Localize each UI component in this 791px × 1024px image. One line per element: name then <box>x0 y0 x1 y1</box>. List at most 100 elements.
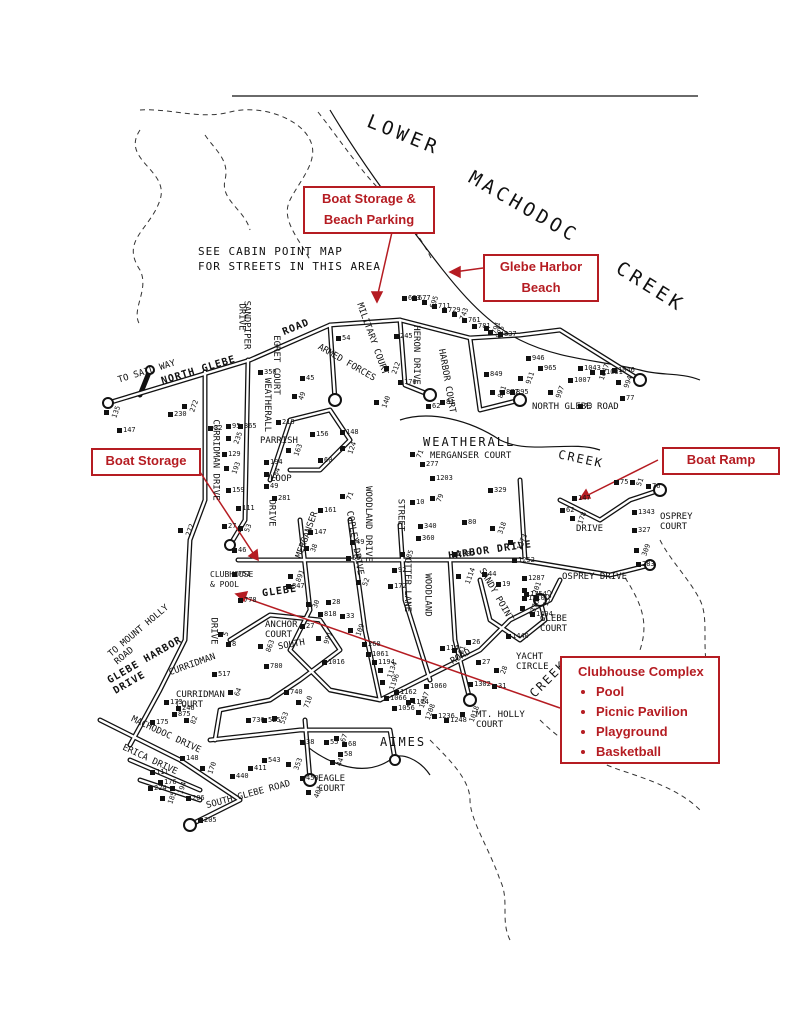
house-number: 224 <box>154 784 167 792</box>
lot-marker <box>462 520 467 525</box>
lot-marker <box>348 628 353 633</box>
lot-marker <box>410 698 415 703</box>
lot-marker <box>226 488 231 493</box>
lot-marker <box>440 400 445 405</box>
house-number: 81 <box>446 398 455 406</box>
callout-boat-storage-beach-parking: Boat Storage & Beach Parking <box>303 186 435 234</box>
lot-marker <box>300 740 305 745</box>
house-number: 176 <box>404 378 417 386</box>
house-number: 818 <box>324 610 337 618</box>
street-loop: LOOP <box>270 474 292 484</box>
house-number: 1354 <box>530 590 547 598</box>
lot-marker <box>380 680 385 685</box>
house-number: 780 <box>270 662 283 670</box>
lot-marker <box>178 528 183 533</box>
house-number: 411 <box>254 764 267 772</box>
lot-marker <box>570 516 575 521</box>
lot-marker <box>182 404 187 409</box>
lot-marker <box>522 576 527 581</box>
house-number: 761 <box>468 316 481 324</box>
lot-marker <box>424 684 429 689</box>
lot-marker <box>578 366 583 371</box>
house-number: 1248 <box>450 716 467 724</box>
water-label-weatherall: WEATHERALL <box>423 435 516 449</box>
lot-marker <box>318 508 323 513</box>
lot-marker <box>476 660 481 665</box>
house-number: 175 <box>156 718 169 726</box>
clubhouse-pool-label: CLUBHOUSE & POOL <box>210 570 253 589</box>
lot-marker <box>522 588 527 593</box>
lot-marker <box>590 370 595 375</box>
cul-de-sacs <box>102 365 667 832</box>
lot-marker <box>218 632 223 637</box>
lot-marker <box>410 500 415 505</box>
house-number: 148 <box>186 754 199 762</box>
lot-marker <box>362 642 367 647</box>
lot-marker <box>340 494 345 499</box>
lot-marker <box>372 660 377 665</box>
house-number: 875 <box>178 710 191 718</box>
lot-marker <box>158 780 163 785</box>
lot-marker <box>422 300 427 305</box>
house-number: 1174 <box>412 698 429 706</box>
lot-marker <box>420 462 425 467</box>
lot-marker <box>318 612 323 617</box>
street-drive-curridman-w: DRIVE <box>208 617 219 645</box>
house-number: 205 <box>204 816 217 824</box>
lot-marker <box>342 742 347 747</box>
lot-marker <box>170 786 175 791</box>
lot-marker <box>492 684 497 689</box>
street-glebe-court: GLEBE COURT <box>540 614 568 634</box>
lot-marker <box>430 496 435 501</box>
lot-marker <box>394 334 399 339</box>
house-number: 1343 <box>638 508 655 516</box>
house-number: 49 <box>270 482 279 490</box>
house-number: 1043 <box>584 364 601 372</box>
lot-marker <box>258 370 263 375</box>
callout-clubhouse-complex: Clubhouse Complex Pool Picnic Pavilion P… <box>560 656 720 764</box>
lot-marker <box>148 786 153 791</box>
lot-marker <box>316 636 321 641</box>
lot-marker <box>578 404 583 409</box>
lot-marker <box>482 572 487 577</box>
house-number: 329 <box>494 486 507 494</box>
lot-marker <box>306 602 311 607</box>
lot-marker <box>284 690 289 695</box>
street-street: STREET <box>395 498 406 532</box>
lot-marker <box>300 376 305 381</box>
lot-marker <box>452 648 457 653</box>
lot-marker <box>430 476 435 481</box>
house-number: 156 <box>316 430 329 438</box>
house-number: 44 <box>488 570 497 578</box>
house-number: 751 <box>238 570 251 578</box>
house-number: 543 <box>268 756 281 764</box>
lot-marker <box>646 484 651 489</box>
callout-boat-storage: Boat Storage <box>91 448 201 476</box>
house-number: 230 <box>174 410 187 418</box>
lot-marker <box>238 526 243 531</box>
lot-marker <box>232 548 237 553</box>
house-number: 95 <box>232 422 241 430</box>
lot-marker <box>468 682 473 687</box>
house-number: 260 <box>368 640 381 648</box>
lot-marker <box>398 380 403 385</box>
lot-marker <box>488 330 493 335</box>
lot-marker <box>286 762 291 767</box>
lot-marker <box>402 296 407 301</box>
lot-marker <box>176 706 181 711</box>
lot-marker <box>276 420 281 425</box>
house-number: 849 <box>490 370 503 378</box>
callout-boat-ramp: Boat Ramp <box>662 447 780 475</box>
lot-marker <box>384 366 389 371</box>
lot-marker <box>272 716 277 721</box>
lot-marker <box>238 424 243 429</box>
lot-marker <box>150 770 155 775</box>
lot-marker <box>524 592 529 597</box>
street-egret-court: EGRET COURT <box>270 335 281 395</box>
house-number: 77 <box>626 394 635 402</box>
lot-marker <box>288 574 293 579</box>
lot-marker <box>300 776 305 781</box>
lot-marker <box>338 752 343 757</box>
lot-marker <box>180 756 185 761</box>
